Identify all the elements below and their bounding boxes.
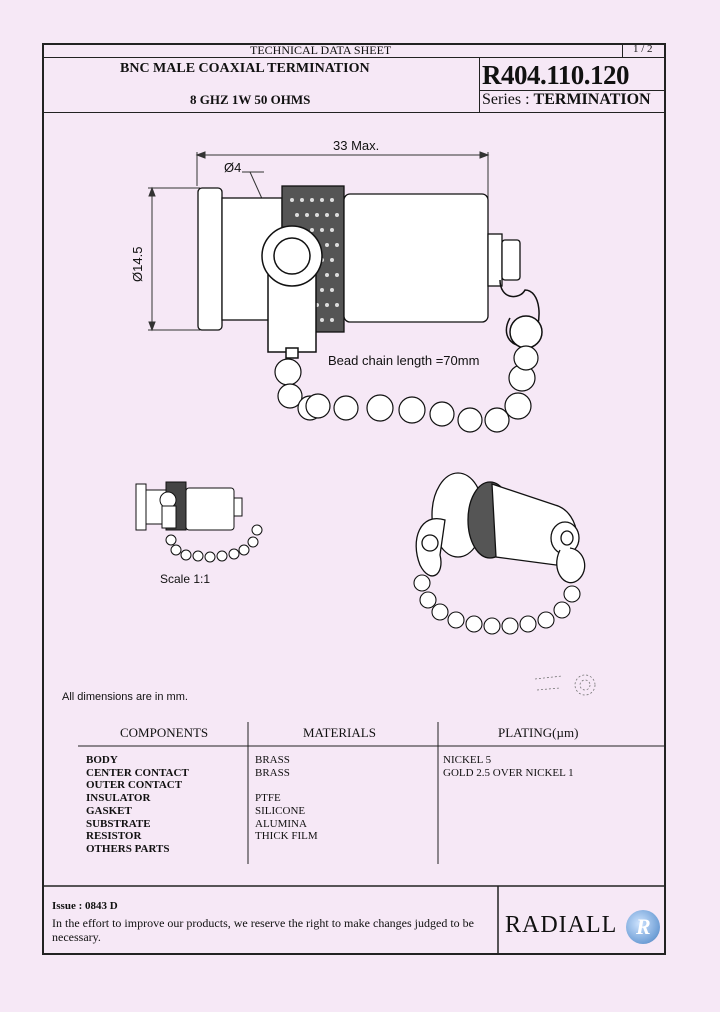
part-number: R404.110.120	[482, 60, 630, 90]
component-cell: BODY	[86, 754, 118, 766]
header-materials: MATERIALS	[303, 725, 376, 740]
header-top-divider	[42, 57, 666, 58]
header-plating: PLATING(µm)	[498, 725, 579, 740]
small-diameter-value: 4	[234, 160, 242, 175]
component-cell: CENTER CONTACT	[86, 766, 189, 779]
component-cell: SUBSTRATE	[86, 817, 151, 830]
doc-type: TECHNICAL DATA SHEET	[250, 43, 392, 57]
series-label-text: Series :	[482, 91, 530, 108]
scale-note: Scale 1:1	[160, 572, 211, 586]
part-number-divider	[479, 90, 666, 91]
logo-letter: R	[636, 914, 651, 939]
material-cell: PTFE	[255, 792, 281, 805]
material-cell: SILICONE	[255, 804, 306, 817]
header-bottom-divider	[42, 112, 666, 113]
plating-cell: NICKEL 5	[443, 754, 492, 766]
diameter-symbol-small: Ø	[224, 160, 235, 175]
small-diameter-dimension: Ø4	[224, 160, 241, 175]
brand-name: RADIALL	[505, 912, 618, 938]
radiall-logo-icon: R	[626, 910, 660, 944]
header-vertical-divider	[479, 57, 480, 113]
length-dimension: 33 Max.	[333, 138, 380, 153]
material-cell: BRASS	[255, 766, 290, 779]
title-line-2: 8 GHZ 1W 50 OHMS	[190, 92, 311, 107]
material-cell: BRASS	[255, 754, 290, 766]
component-cell: OUTER CONTACT	[86, 779, 183, 792]
chain-length-note: Bead chain length =70mm	[328, 353, 480, 368]
component-cell: INSULATOR	[86, 792, 151, 805]
units-note: All dimensions are in mm.	[62, 691, 188, 703]
page-number: 1 / 2	[633, 43, 653, 55]
plating-cell: GOLD 2.5 OVER NICKEL 1	[443, 766, 574, 779]
large-diameter-value: 14.5	[130, 246, 145, 272]
component-cell: OTHERS PARTS	[86, 842, 170, 855]
sheet-frame	[42, 43, 666, 955]
page-divider	[622, 43, 623, 57]
material-cell: THICK FILM	[255, 830, 318, 843]
disclaimer-line-1: In the effort to improve our products, w…	[52, 916, 474, 930]
disclaimer-line-2: necessary.	[52, 930, 101, 944]
series-label: Series : TERMINATION	[482, 91, 651, 109]
large-diameter-dimension: Ø14.5	[130, 247, 145, 282]
issue-number: Issue : 0843 D	[52, 900, 118, 912]
diameter-symbol-large: Ø	[130, 271, 145, 282]
series-value: TERMINATION	[533, 91, 651, 108]
title-line-1: BNC MALE COAXIAL TERMINATION	[120, 61, 370, 76]
component-cell: GASKET	[86, 804, 132, 817]
material-cell: ALUMINA	[255, 817, 307, 830]
header-components: COMPONENTS	[120, 725, 209, 740]
component-cell: RESISTOR	[86, 830, 142, 843]
